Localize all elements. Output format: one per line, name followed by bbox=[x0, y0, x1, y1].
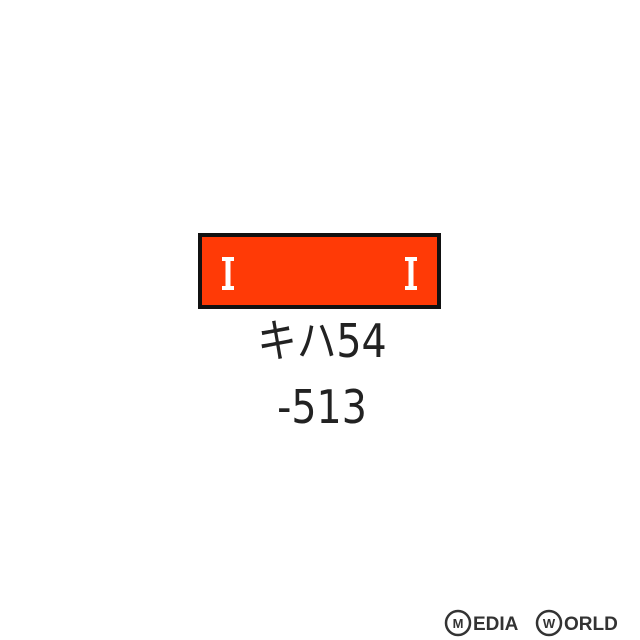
mediaworld-watermark-logo: M EDIA W ORLD bbox=[444, 608, 634, 638]
car-number-label: -513 bbox=[277, 380, 367, 434]
svg-text:W: W bbox=[543, 616, 556, 631]
door-marker-left-icon bbox=[222, 257, 234, 290]
car-type-label: キハ54 bbox=[257, 314, 387, 368]
door-marker-right-icon bbox=[405, 257, 417, 290]
svg-text:EDIA: EDIA bbox=[473, 614, 519, 635]
svg-text:M: M bbox=[453, 616, 464, 631]
railcar-diagram bbox=[198, 233, 441, 309]
svg-text:ORLD: ORLD bbox=[564, 614, 618, 635]
